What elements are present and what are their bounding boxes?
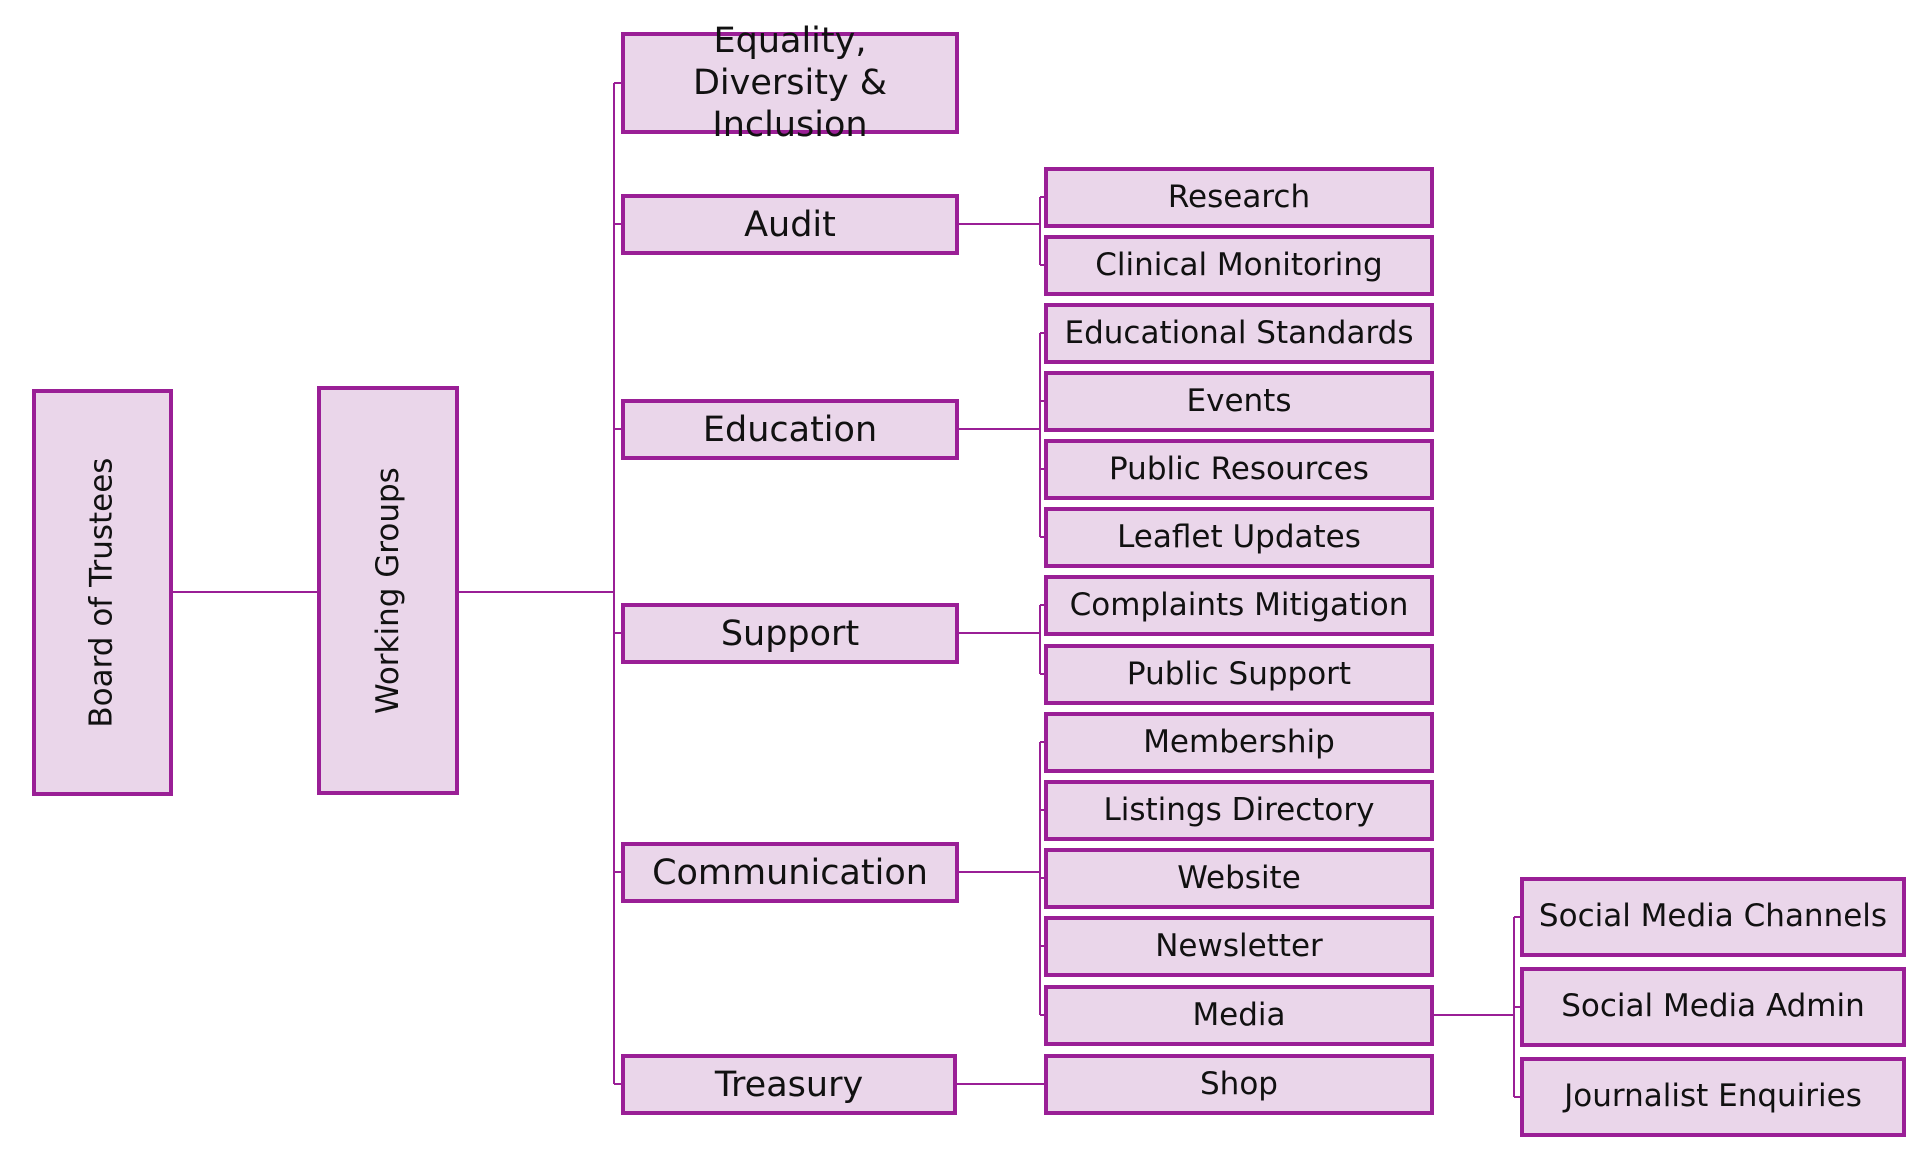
node-educational-standards: Educational Standards [1044, 303, 1434, 364]
node-social-media-admin: Social Media Admin [1520, 967, 1906, 1047]
node-events: Events [1044, 371, 1434, 432]
node-membership: Membership [1044, 712, 1434, 773]
node-public-support: Public Support [1044, 644, 1434, 705]
edi-label: Equality, Diversity & Inclusion [692, 21, 888, 145]
node-education: Education [621, 399, 959, 460]
membership-label: Membership [1143, 723, 1335, 760]
support-label: Support [720, 613, 860, 654]
node-support: Support [621, 603, 959, 664]
leaflet-updates-label: Leaflet Updates [1117, 518, 1361, 555]
node-website: Website [1044, 848, 1434, 909]
research-label: Research [1167, 178, 1311, 215]
website-label: Website [1177, 859, 1301, 896]
node-audit: Audit [621, 194, 959, 255]
events-label: Events [1186, 382, 1292, 419]
node-leaflet-updates: Leaflet Updates [1044, 507, 1434, 568]
root-label: Board of Trustees [83, 457, 120, 728]
treasury-label: Treasury [714, 1064, 864, 1105]
working-groups-label: Working Groups [369, 467, 406, 714]
node-clinical-monitoring: Clinical Monitoring [1044, 235, 1434, 296]
journalist-enquiries-label: Journalist Enquiries [1564, 1078, 1862, 1115]
social-media-admin-label: Social Media Admin [1561, 988, 1865, 1025]
node-treasury: Treasury [621, 1054, 957, 1115]
node-social-media-channels: Social Media Channels [1520, 877, 1906, 957]
clinical-monitoring-label: Clinical Monitoring [1095, 246, 1383, 283]
node-newsletter: Newsletter [1044, 916, 1434, 977]
node-equality-diversity-inclusion: Equality, Diversity & Inclusion [621, 21, 959, 145]
root-node-board-of-trustees: Board of Trustees [32, 389, 173, 796]
communication-label: Communication [652, 852, 928, 893]
node-listings-directory: Listings Directory [1044, 780, 1434, 841]
node-communication: Communication [621, 842, 959, 903]
node-working-groups: Working Groups [317, 386, 459, 795]
node-public-resources: Public Resources [1044, 439, 1434, 500]
node-complaints-mitigation: Complaints Mitigation [1044, 575, 1434, 636]
shop-label: Shop [1200, 1065, 1278, 1102]
public-support-label: Public Support [1126, 655, 1352, 692]
listings-directory-label: Listings Directory [1103, 791, 1375, 828]
media-label: Media [1192, 996, 1286, 1033]
node-research: Research [1044, 167, 1434, 228]
newsletter-label: Newsletter [1155, 927, 1323, 964]
node-media: Media [1044, 985, 1434, 1046]
audit-label: Audit [744, 204, 836, 245]
education-label: Education [702, 409, 878, 450]
educational-standards-label: Educational Standards [1064, 314, 1414, 351]
complaints-mitigation-label: Complaints Mitigation [1069, 586, 1409, 623]
node-shop: Shop [1044, 1054, 1434, 1115]
public-resources-label: Public Resources [1109, 450, 1369, 487]
node-journalist-enquiries: Journalist Enquiries [1520, 1057, 1906, 1137]
social-media-channels-label: Social Media Channels [1538, 898, 1888, 935]
